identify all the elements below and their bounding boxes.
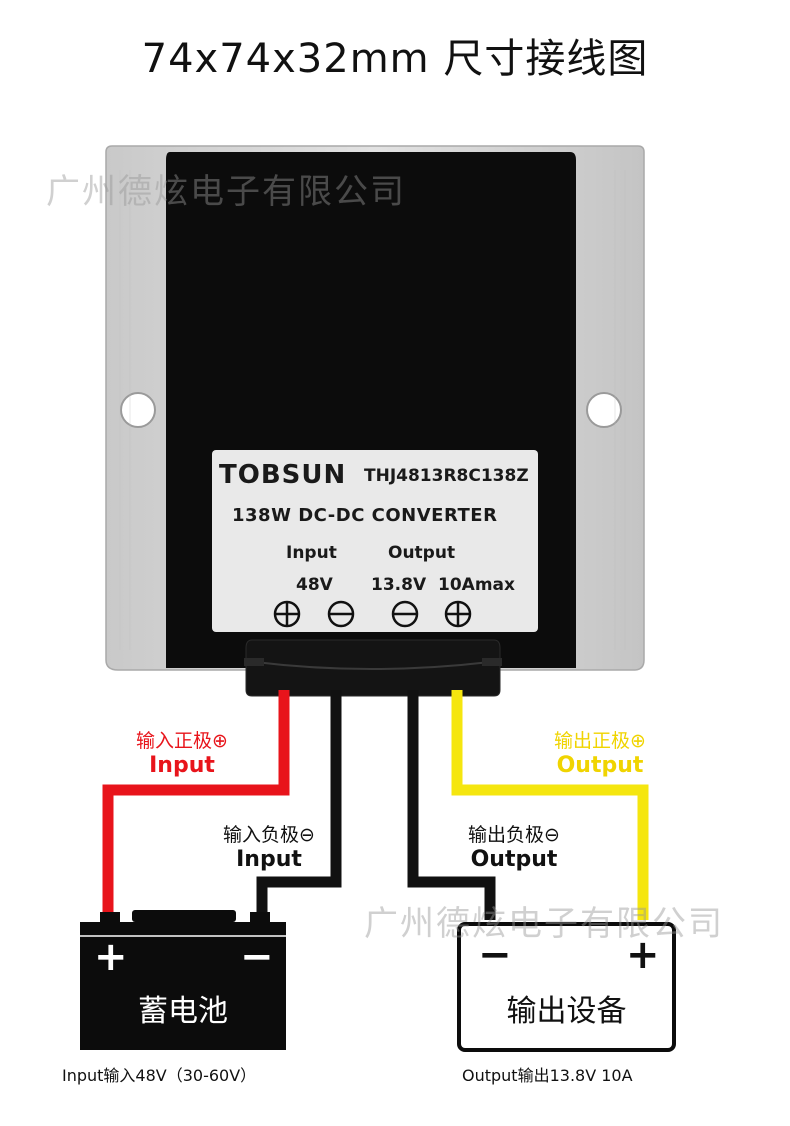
nameplate-output-label: Output [388, 543, 456, 563]
label-input-positive-en: Input [149, 753, 215, 778]
load-minus-sign: − [478, 932, 512, 978]
load-caption: Output输出13.8V 10A [462, 1066, 633, 1085]
page-title: 74x74x32mm 尺寸接线图 [141, 36, 649, 82]
watermark-bottom: 广州德炫电子有限公司 [364, 904, 724, 944]
load-plus-sign: + [626, 932, 660, 978]
label-output-positive-cn: 输出正极⊕ [554, 730, 646, 752]
battery-body [80, 922, 286, 1050]
nameplate-model: THJ4813R8C138Z [364, 466, 529, 486]
mount-hole-right [586, 392, 622, 428]
label-output-positive-en: Output [556, 753, 644, 778]
battery-label: 蓄电池 [138, 994, 228, 1029]
label-input-negative-en: Input [236, 847, 302, 872]
wire-output-positive [451, 690, 649, 920]
wire-input-negative [256, 690, 342, 916]
nameplate-output-current: 10Amax [438, 575, 515, 595]
label-input-positive: 输入正极⊕ Input [126, 726, 238, 778]
mount-hole-left [120, 392, 156, 428]
label-input-positive-cn: 输入正极⊕ [136, 730, 228, 752]
nameplate-power-type: 138W DC-DC CONVERTER [232, 505, 497, 526]
battery-caption: Input输入48V（30-60V） [62, 1066, 257, 1085]
load-label: 输出设备 [506, 994, 627, 1029]
label-output-positive: 输出正极⊕ Output [540, 726, 660, 778]
load-body [457, 922, 676, 1052]
watermark-top: 广州德炫电子有限公司 [46, 172, 406, 212]
battery-terminal-minus [250, 912, 270, 924]
nameplate-output-voltage: 13.8V [371, 575, 427, 595]
plate-terminal-symbols [273, 600, 472, 628]
nameplate-input-voltage: 48V [296, 575, 333, 595]
wire-input-positive [102, 690, 290, 916]
battery-top-rail [132, 910, 236, 922]
nameplate-input-label: Input [286, 543, 337, 563]
label-output-negative: 输出负极⊖ Output [454, 820, 574, 872]
battery-plus-sign: + [94, 934, 128, 980]
wire-output-negative [407, 690, 496, 920]
label-input-negative-cn: 输入负极⊖ [223, 824, 315, 846]
nameplate-power: 138W [232, 505, 292, 526]
battery-terminal-plus [100, 912, 120, 924]
nameplate-type: DC-DC CONVERTER [298, 505, 498, 526]
nameplate [212, 450, 538, 632]
battery-minus-sign: − [240, 934, 274, 980]
nameplate-brand: TOBSUN [219, 460, 347, 490]
label-output-negative-cn: 输出负极⊖ [468, 824, 560, 846]
label-output-negative-en: Output [470, 847, 558, 872]
label-input-negative: 输入负极⊖ Input [210, 820, 328, 872]
